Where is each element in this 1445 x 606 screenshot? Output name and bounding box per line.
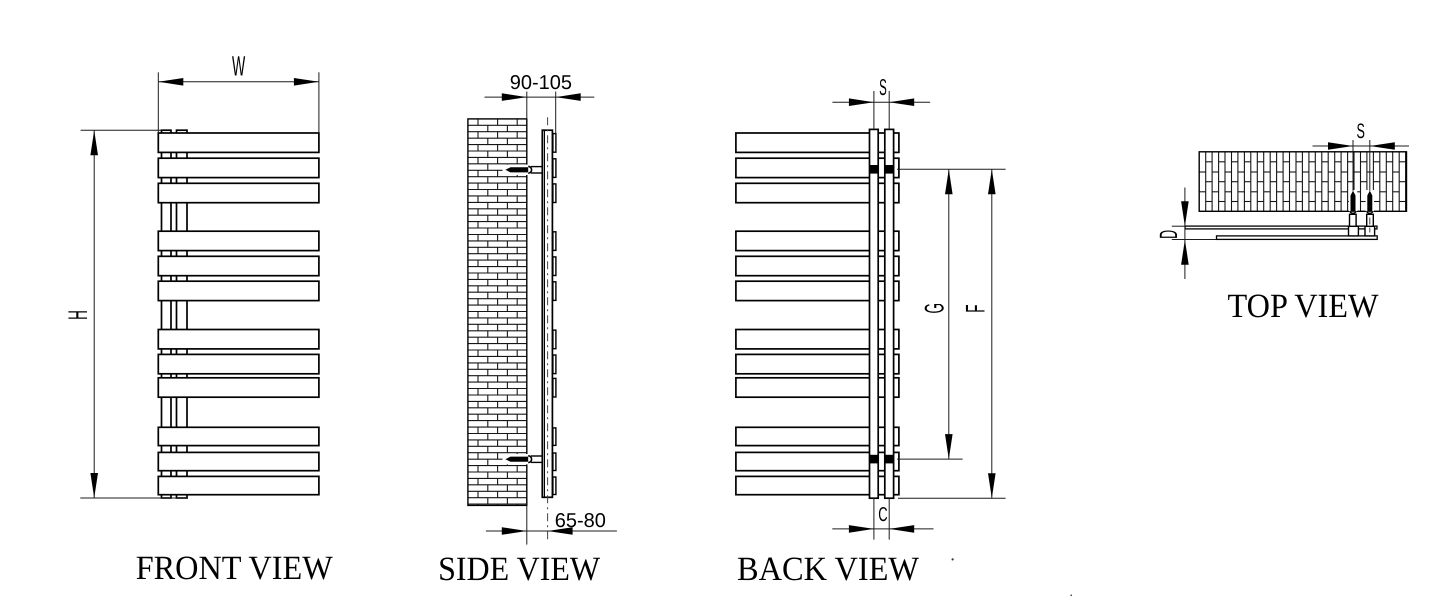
svg-text:H: H [63,310,93,320]
svg-text:S: S [879,74,887,100]
svg-text:C: C [878,504,887,526]
svg-text:S: S [1356,120,1364,143]
svg-text:SIDE VIEW: SIDE VIEW [438,551,601,588]
svg-text:G: G [919,303,949,314]
svg-text:F: F [960,304,990,312]
svg-text:D: D [1155,230,1183,239]
svg-text:FRONT VIEW: FRONT VIEW [136,550,334,587]
svg-text:BACK VIEW: BACK VIEW [737,551,920,588]
svg-text:TOP VIEW: TOP VIEW [1228,288,1380,325]
svg-text:W: W [232,51,246,82]
svg-text:65-80: 65-80 [555,510,606,532]
svg-text:90-105: 90-105 [510,72,572,94]
